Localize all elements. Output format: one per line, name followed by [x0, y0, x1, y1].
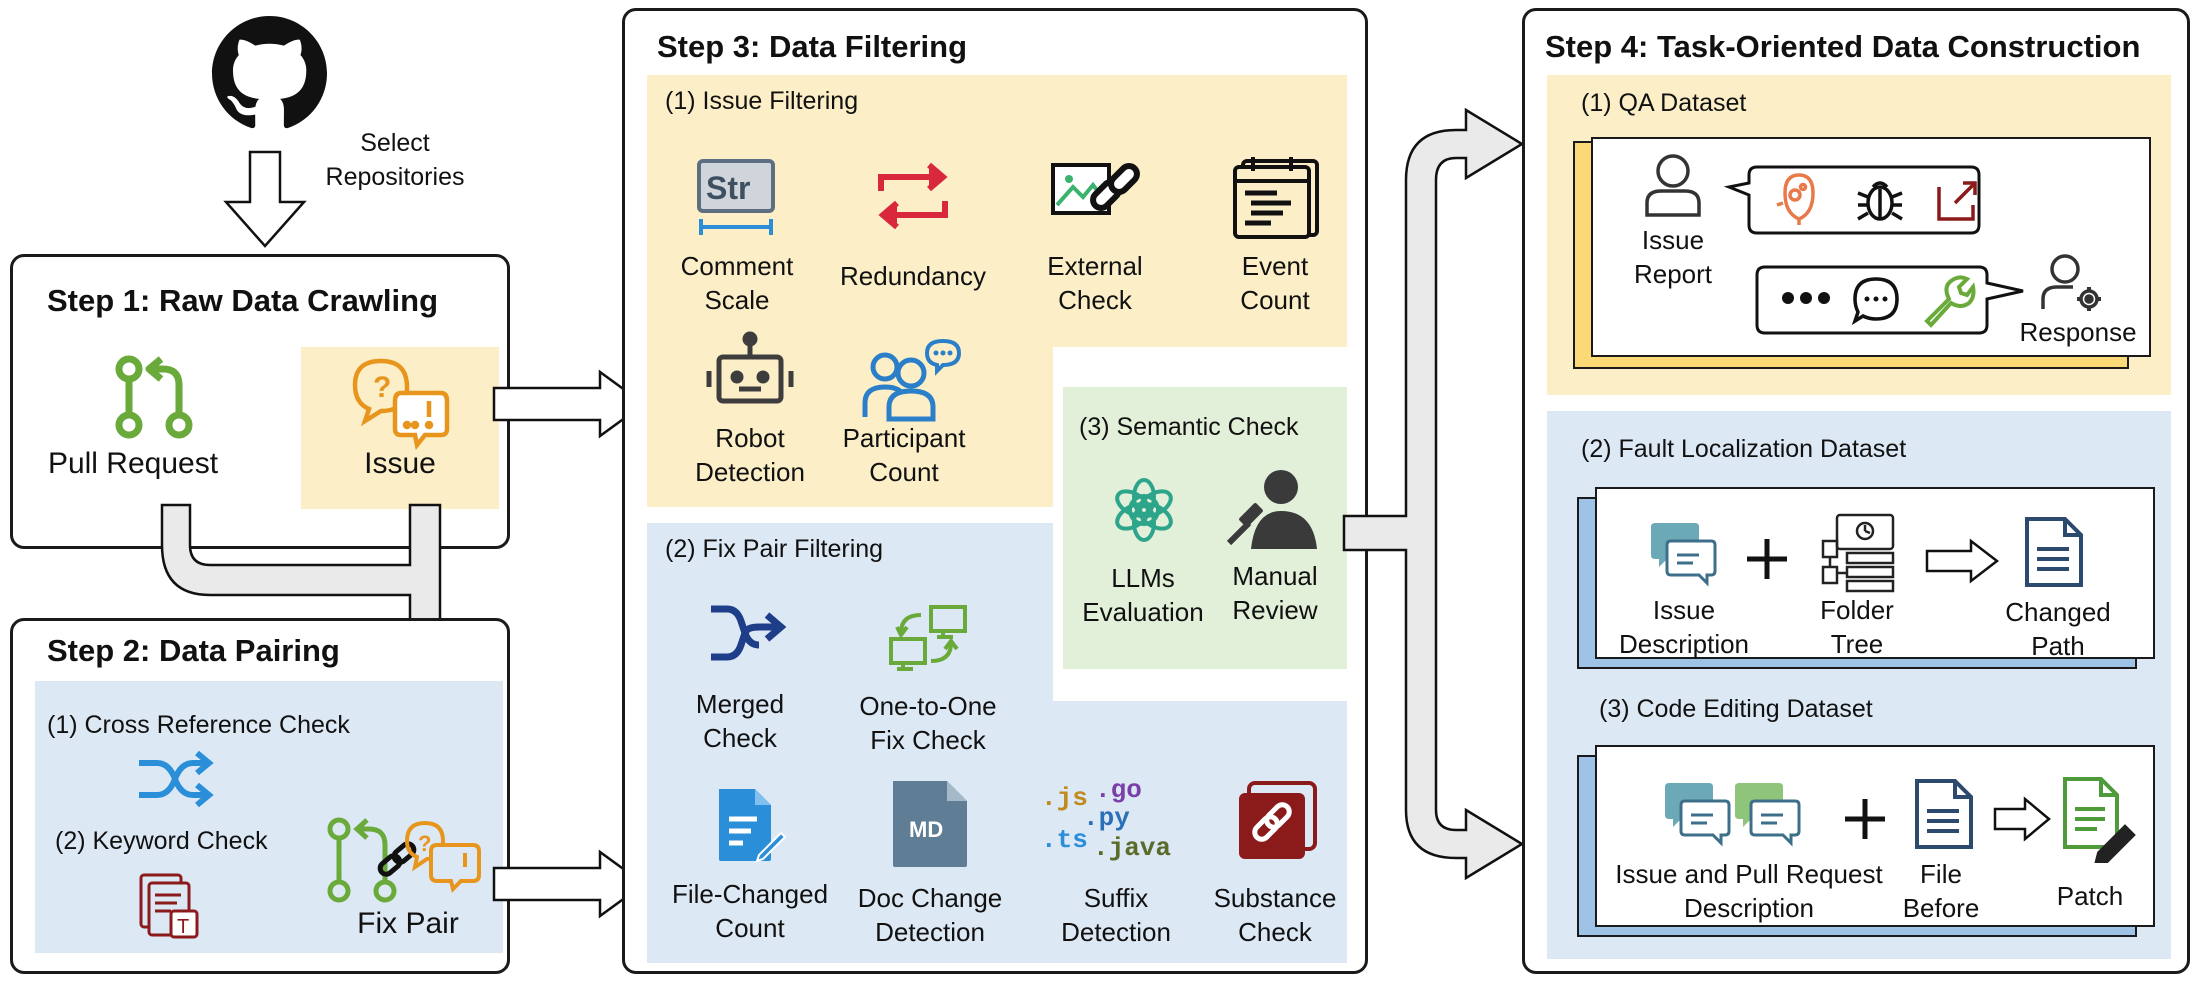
step1-title: Step 1: Raw Data Crawling	[47, 283, 439, 318]
substance-check-label: Substance Check	[1213, 883, 1337, 947]
issue-pr-description-icon	[1663, 779, 1803, 850]
comment-scale-label: Comment Scale	[680, 251, 794, 315]
str-text: Str	[706, 170, 750, 206]
issue-label: Issue	[364, 447, 436, 480]
bug-icon	[1855, 175, 1905, 230]
file-edit-icon	[715, 785, 787, 870]
changed-path-label: Changed Path	[2005, 597, 2111, 661]
github-logo-icon	[212, 16, 327, 131]
qa-question-bubble	[1723, 161, 1985, 246]
issue-description-label: Issue Description	[1618, 595, 1750, 659]
response-label: Response	[2019, 317, 2137, 347]
cell-icon	[1773, 171, 1825, 232]
plus-icon-1	[1745, 537, 1789, 586]
issue-filtering-label: (1) Issue Filtering	[665, 87, 859, 115]
issue-filtering-zone-lower	[647, 347, 1053, 507]
fix-pair-filtering-zone	[647, 523, 1053, 709]
svg-text:T: T	[177, 916, 189, 938]
pull-request-icon	[109, 355, 199, 445]
changed-path-file-icon	[2023, 515, 2087, 594]
fault-right-arrow	[1925, 538, 2001, 588]
md-text: MD	[909, 817, 943, 842]
shuffle-icon	[135, 750, 215, 812]
suffix-java: .java	[1093, 833, 1171, 863]
substance-link-icon	[1235, 779, 1319, 868]
markdown-file-icon: MD	[889, 777, 971, 876]
export-icon	[1935, 177, 1981, 228]
redundancy-icon	[875, 161, 951, 236]
suffix-code-icon: .js .go .py .ts .java	[1039, 765, 1179, 870]
suffix-py: .py	[1083, 803, 1130, 833]
file-before-label: File Before	[1902, 859, 1980, 923]
manual-review-icon	[1221, 467, 1321, 554]
merged-check-label: Merged Check	[695, 689, 785, 753]
file-changed-label: File-Changed Count	[671, 879, 829, 943]
patch-icon	[2061, 775, 2137, 866]
suffix-ts: .ts	[1041, 825, 1088, 855]
folder-tree-icon	[1817, 511, 1901, 600]
chat-icon	[1851, 275, 1901, 330]
issue-report-person-icon	[1643, 151, 1703, 222]
suffix-js: .js	[1041, 783, 1088, 813]
fix-pair-filtering-label: (2) Fix Pair Filtering	[665, 535, 884, 563]
external-check-label: External Check	[1047, 251, 1143, 315]
code-dataset-label: (3) Code Editing Dataset	[1599, 695, 1873, 723]
manual-review-label: Manual Review	[1232, 561, 1318, 625]
qa-dataset-label: (1) QA Dataset	[1581, 89, 1747, 117]
step3-title: Step 3: Data Filtering	[657, 29, 968, 64]
step4-panel: Step 4: Task-Oriented Data Construction …	[1522, 8, 2190, 974]
down-arrow-select	[223, 150, 307, 255]
patch-label: Patch	[2056, 881, 2124, 911]
wrench-icon	[1921, 273, 1976, 332]
robot-detection-label: Robot Detection	[695, 423, 805, 487]
file-before-icon	[1913, 777, 1977, 856]
event-count-label: Event Count	[1240, 251, 1310, 315]
response-person-icon	[2039, 251, 2105, 322]
code-right-arrow	[1993, 796, 2053, 846]
folder-tree-label: Folder Tree	[1820, 595, 1894, 659]
one-to-one-label: One-to-One Fix Check	[859, 691, 997, 755]
svg-text:?: ?	[418, 831, 431, 856]
merge-icon	[707, 603, 787, 668]
event-count-icon	[1231, 153, 1323, 244]
one-to-one-icon	[887, 603, 969, 678]
issue-description-icon	[1649, 519, 1719, 590]
fix-pair-icon: ?	[323, 815, 493, 910]
pairing-zone	[35, 681, 503, 953]
more-dots-icon	[1781, 291, 1831, 310]
issue-report-label: Issue Report	[1633, 225, 1713, 289]
step2-panel: Step 2: Data Pairing (1) Cross Reference…	[10, 618, 510, 974]
keyword-document-icon: T	[137, 871, 203, 946]
pull-request-label: Pull Request	[47, 447, 219, 480]
select-repositories-label: Select Repositories	[325, 129, 465, 191]
qa-response-bubble	[1755, 261, 2027, 346]
fault-dataset-label: (2) Fault Localization Dataset	[1581, 435, 1907, 463]
cross-reference-label: (1) Cross Reference Check	[47, 711, 350, 739]
step3-panel: Step 3: Data Filtering (1) Issue Filteri…	[622, 8, 1368, 974]
plus-icon-2	[1843, 797, 1887, 846]
keyword-check-label: (2) Keyword Check	[55, 827, 268, 855]
llm-eval-label: LLMs Evaluation	[1082, 563, 1204, 627]
semantic-check-label: (3) Semantic Check	[1079, 413, 1299, 441]
fix-pair-label: Fix Pair	[357, 907, 459, 940]
robot-icon	[705, 331, 795, 412]
svg-text:?: ?	[373, 371, 391, 404]
suffix-go: .go	[1095, 775, 1142, 805]
step2-title: Step 2: Data Pairing	[47, 633, 340, 668]
issue-icon: ?	[351, 357, 451, 452]
doc-change-label: Doc Change Detection	[857, 883, 1003, 947]
step4-title: Step 4: Task-Oriented Data Construction	[1545, 29, 2141, 64]
redundancy-label: Redundancy	[840, 261, 986, 291]
step1-panel: Step 1: Raw Data Crawling Pull Request ?…	[10, 254, 510, 549]
external-link-icon	[1049, 157, 1149, 232]
comment-scale-icon: Str	[695, 157, 779, 246]
participant-count-label: Participant Count	[842, 423, 966, 487]
suffix-detection-label: Suffix Detection	[1061, 883, 1171, 947]
llm-icon	[1109, 475, 1179, 550]
step3-to-step4-arrow	[1342, 107, 1525, 915]
participant-icon	[861, 337, 965, 426]
issue-pr-description-label: Issue and Pull Request Description	[1615, 859, 1883, 923]
